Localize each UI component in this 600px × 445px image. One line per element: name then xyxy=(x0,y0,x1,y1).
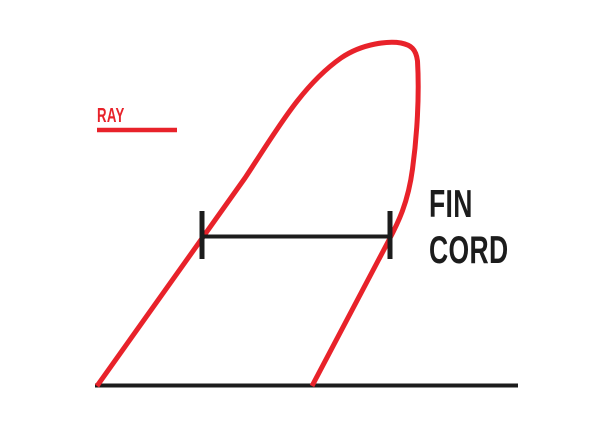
fin-cord-label-line2: CORD xyxy=(429,229,509,272)
ray-label: RAY xyxy=(97,105,125,127)
fin-cord-label-line1: FIN xyxy=(429,183,473,226)
fin-outline xyxy=(94,39,421,388)
fin-cord-label: FIN CORD xyxy=(429,182,508,274)
